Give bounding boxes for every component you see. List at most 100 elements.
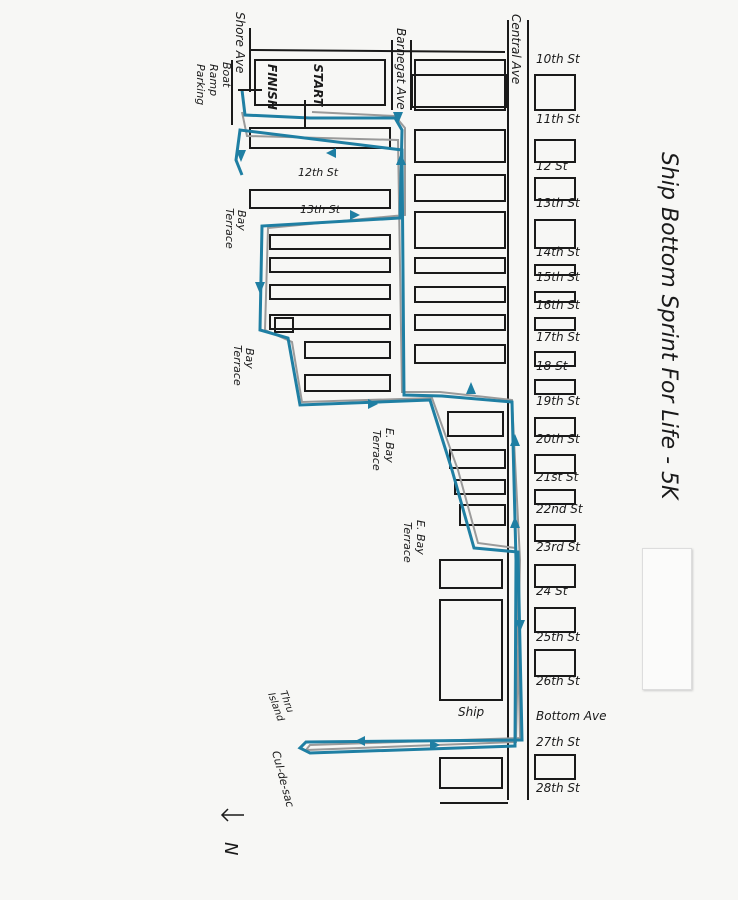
arrow-icon	[355, 736, 365, 746]
street-label: 20th St	[536, 432, 581, 446]
city-block	[414, 174, 506, 202]
arrow-icon	[466, 382, 476, 394]
arrow-icon	[510, 516, 520, 528]
bay-terrace-label: Bay	[235, 210, 248, 231]
city-block	[439, 559, 503, 589]
north-label: N	[220, 842, 241, 855]
arrow-icon	[350, 210, 360, 220]
e-bay-terrace-label: Terrace	[370, 430, 383, 471]
barnegat-ave-label: Barnegat Ave	[394, 28, 408, 110]
street-label: 11th St	[536, 112, 581, 126]
arrow-icon	[236, 150, 246, 162]
city-block	[534, 177, 576, 201]
city-block	[534, 754, 576, 780]
street-label: 13th St	[536, 196, 581, 210]
city-block	[454, 479, 506, 495]
city-block	[414, 286, 506, 303]
street-label: 28th St	[536, 781, 581, 795]
city-block	[534, 74, 576, 111]
city-block	[534, 219, 576, 249]
arrow-icon	[255, 282, 265, 294]
street-label: 16th St	[536, 298, 581, 312]
street-label: 27th St	[536, 735, 581, 749]
street-label: 22nd St	[536, 502, 584, 516]
city-block	[269, 314, 391, 330]
city-block	[249, 189, 391, 209]
city-block	[269, 284, 391, 300]
start-label: START	[311, 64, 325, 107]
city-block	[449, 449, 506, 469]
city-block	[534, 454, 576, 474]
boat-ramp-label: Parking	[194, 64, 207, 105]
city-block	[534, 351, 576, 367]
twelfth-st-inner-label: 12th St	[298, 166, 339, 179]
street-label: 26th St	[536, 674, 581, 688]
city-block	[439, 599, 503, 701]
city-block	[534, 317, 576, 331]
city-block	[534, 139, 576, 163]
street-label: 21st St	[536, 470, 580, 484]
city-block	[411, 74, 508, 108]
street-label: 25th St	[536, 630, 581, 644]
e-bay-terrace-label: Terrace	[401, 522, 414, 563]
city-block	[534, 379, 576, 395]
city-block	[534, 291, 576, 303]
street-label: 17th St	[536, 330, 581, 344]
north-arrow-icon: N	[220, 808, 244, 855]
city-block	[534, 649, 576, 677]
boat-ramp-label: Boat	[220, 62, 233, 88]
city-block	[304, 374, 391, 392]
street-label: 15th St	[536, 270, 581, 284]
bay-terrace-label: Terrace	[223, 208, 236, 249]
city-block	[254, 59, 386, 106]
tenth-st-line	[249, 49, 506, 53]
thirteenth-st-inner-label: 13th St	[300, 203, 341, 216]
bottom-ave-label: Bottom Ave	[536, 709, 607, 723]
city-block	[534, 417, 576, 437]
city-block	[447, 411, 504, 437]
central-ave-label: Central Ave	[509, 14, 523, 84]
city-block	[414, 257, 506, 274]
street-label: 19th St	[536, 394, 581, 408]
city-block	[414, 211, 506, 249]
shore-ave-label: Shore Ave	[233, 12, 247, 73]
bay-terrace-label: Terrace	[231, 345, 244, 386]
arrow-icon	[515, 620, 525, 632]
city-block	[534, 564, 576, 588]
cul-de-sac-label: Cul-de-sac	[269, 749, 297, 808]
city-block	[249, 127, 391, 149]
city-block	[534, 524, 576, 542]
arrow-icon	[368, 399, 378, 409]
arrow-icon	[396, 153, 406, 165]
city-block	[414, 344, 506, 364]
street-label: 10th St	[536, 52, 581, 66]
arrow-icon	[510, 434, 520, 446]
boat-ramp-label: Ramp	[207, 64, 220, 96]
e-bay-terrace-label: E. Bay	[383, 428, 396, 463]
city-block	[269, 257, 391, 273]
city-block	[459, 504, 506, 526]
city-block	[439, 757, 503, 789]
city-block	[304, 341, 391, 359]
arrow-icon	[326, 148, 336, 158]
arrow-icon	[393, 112, 403, 124]
sticky-note	[642, 548, 692, 690]
city-block	[534, 489, 576, 505]
city-block	[414, 59, 506, 111]
street-label: 24 St	[536, 584, 569, 598]
city-blocks	[249, 59, 576, 789]
map-title: Ship Bottom Sprint For Life - 5K	[656, 152, 681, 501]
arrow-icon	[430, 740, 440, 750]
route-arrows	[236, 112, 525, 750]
city-block	[534, 607, 576, 633]
bay-terrace-label: Bay	[243, 348, 256, 369]
street-label: 18 St	[536, 359, 569, 373]
city-block	[414, 129, 506, 163]
street-label: 23rd St	[536, 540, 581, 554]
street-label: 12 St	[536, 159, 569, 173]
e-bay-terrace-label: E. Bay	[414, 520, 427, 555]
city-block	[269, 234, 391, 250]
